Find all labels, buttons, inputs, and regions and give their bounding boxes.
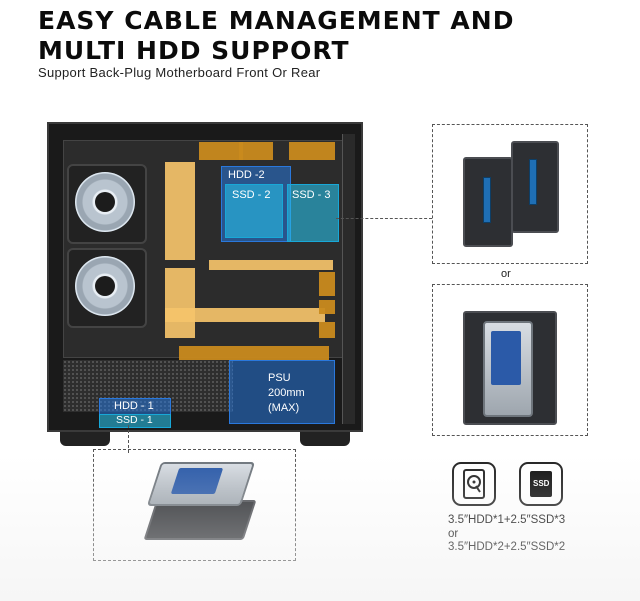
fan-hub bbox=[95, 276, 115, 296]
hdd-1-zone: HDD - 1 bbox=[99, 398, 171, 415]
ssd-edge-right bbox=[529, 159, 537, 205]
hdd-drive-label bbox=[491, 331, 521, 385]
inset-bottom-drive-tray bbox=[93, 449, 296, 561]
cable-cutout-top-1 bbox=[199, 142, 243, 160]
pc-case-illustration: HDD -2 SSD - 2 SSD - 3 PSU 200mm (MAX) H… bbox=[47, 122, 363, 432]
front-fan-bottom bbox=[67, 248, 147, 328]
case-foot-left bbox=[60, 432, 110, 446]
hdd-icon bbox=[452, 462, 496, 506]
ssd-icon-body: SSD bbox=[530, 471, 552, 497]
drive-tray bbox=[143, 500, 257, 540]
subtitle: Support Back-Plug Motherboard Front Or R… bbox=[38, 65, 321, 80]
hdd-drive-tray bbox=[146, 462, 256, 506]
inset-ssd-bracket bbox=[432, 124, 588, 264]
spec-line-3: 3.5″HDD*2+2.5″SSD*2 bbox=[448, 541, 566, 553]
ssd-1-zone: SSD - 1 bbox=[99, 414, 171, 428]
cable-channel-horizontal bbox=[165, 308, 325, 322]
case-foot-right bbox=[300, 432, 350, 446]
ssd-2-label: SSD - 2 bbox=[232, 189, 271, 201]
hdd-icon-glyph bbox=[463, 469, 485, 499]
headline: EASY CABLE MANAGEMENT AND MULTI HDD SUPP… bbox=[38, 6, 514, 66]
ssd-icon: SSD bbox=[519, 462, 563, 506]
psu-label-size: 200mm bbox=[268, 387, 305, 399]
cable-cutout-right-2 bbox=[319, 300, 335, 314]
cable-channel-vertical bbox=[165, 162, 195, 260]
ssd-1-label: SSD - 1 bbox=[116, 414, 153, 426]
connector-line-to-bottom-inset bbox=[128, 425, 129, 453]
psu-label-name: PSU bbox=[268, 372, 291, 384]
cable-channel-mid bbox=[209, 260, 333, 270]
case-side-panel bbox=[342, 134, 355, 424]
psu-label-max: (MAX) bbox=[268, 402, 300, 414]
psu-label: PSU 200mm (MAX) bbox=[268, 371, 305, 416]
cable-cutout-top-2 bbox=[239, 142, 273, 160]
cable-cutout-right-1 bbox=[319, 272, 335, 296]
connector-line-to-top-inset bbox=[336, 218, 432, 219]
cable-cutout-bottom bbox=[179, 346, 329, 360]
or-label: or bbox=[501, 268, 511, 280]
ssd-icon-text: SSD bbox=[533, 479, 550, 488]
ssd-2-zone: SSD - 2 bbox=[225, 184, 283, 238]
hdd-2-label: HDD -2 bbox=[228, 169, 265, 181]
hdd-tray-label bbox=[170, 468, 224, 494]
spec-line-1: 3.5″HDD*1+2.5″SSD*3 bbox=[448, 514, 566, 526]
spec-line-2: or bbox=[448, 527, 459, 540]
headline-line-2: MULTI HDD SUPPORT bbox=[38, 36, 350, 65]
ssd-3-label: SSD - 3 bbox=[292, 189, 331, 201]
psu-zone: PSU 200mm (MAX) bbox=[229, 360, 335, 424]
cable-cutout-right-3 bbox=[319, 322, 335, 338]
hdd-drive bbox=[483, 321, 533, 417]
cable-channel-lower bbox=[165, 268, 195, 338]
ssd-edge-left bbox=[483, 177, 491, 223]
ssd-3-zone: SSD - 3 bbox=[287, 184, 339, 242]
front-fan-top bbox=[67, 164, 147, 244]
headline-line-1: EASY CABLE MANAGEMENT AND bbox=[38, 6, 515, 35]
fan-hub bbox=[95, 192, 115, 212]
inset-hdd-bracket bbox=[432, 284, 588, 436]
drive-support-spec: 3.5″HDD*1+2.5″SSD*3 or 3.5″HDD*2+2.5″SSD… bbox=[448, 514, 565, 555]
cable-cutout-top-3 bbox=[289, 142, 335, 160]
hdd-1-label: HDD - 1 bbox=[114, 400, 154, 412]
